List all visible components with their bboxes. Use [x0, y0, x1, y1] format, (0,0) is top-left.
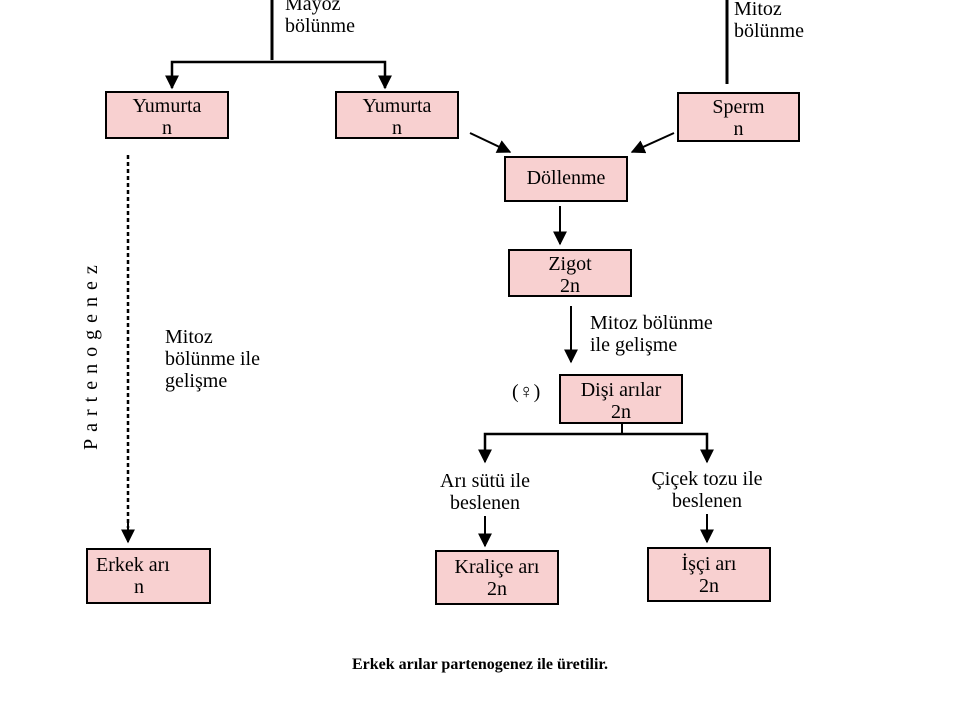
kralice-ari-box: Kraliçe arı 2n: [435, 550, 559, 605]
isci-ari-box: İşçi arı 2n: [647, 547, 771, 602]
disi-arilar-box: Dişi arılar 2n: [559, 374, 683, 424]
mayoz-split-line: [170, 60, 387, 88]
partenogenez-label: Partenogenez: [80, 258, 102, 450]
mitoz-left-label: Mitoz bölünme ile gelişme: [165, 326, 260, 392]
sperm-box: Sperm n: [677, 92, 800, 142]
zigot-box: Zigot 2n: [508, 249, 632, 297]
mitoz-mid-label: Mitoz bölünme ile gelişme: [590, 312, 713, 356]
disi-split-line: [483, 432, 709, 460]
mitoz-top-label: Mitoz bölünme: [734, 0, 804, 42]
female-symbol: (♀): [512, 381, 541, 403]
yumurta-left-box: Yumurta n: [105, 91, 229, 139]
erkek-ari-box: Erkek arı n: [86, 548, 211, 604]
yumurta-mid-box: Yumurta n: [335, 91, 459, 139]
ari-sutu-label: Arı sütü ile beslenen: [440, 470, 530, 514]
cicek-tozu-label: Çiçek tozu ile beslenen: [651, 468, 763, 512]
arrow-yumurta-to-dollenme: [469, 132, 512, 153]
dollenme-box: Döllenme: [504, 156, 628, 202]
caption: Erkek arılar partenogenez ile üretilir.: [351, 656, 609, 673]
arrow-sperm-to-dollenme: [630, 132, 675, 154]
mayoz-label: Mayoz bölünme: [285, 0, 355, 37]
